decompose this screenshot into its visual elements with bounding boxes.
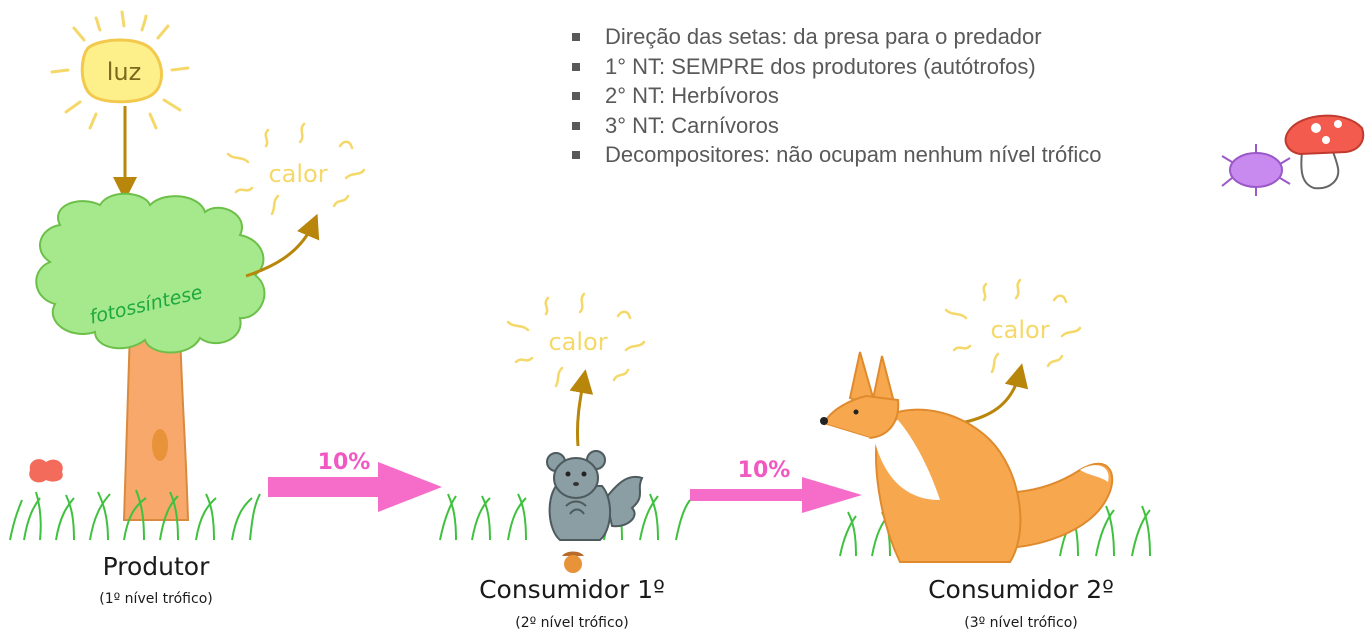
heat-arrow-producer: [245, 213, 320, 278]
note-text: 2° NT: Herbívoros: [605, 83, 779, 109]
bullet-icon: [572, 62, 580, 71]
tree-icon: [35, 192, 266, 521]
fox-icon: [820, 351, 1114, 563]
note-text: Direção das setas: da presa para o preda…: [605, 24, 1042, 49]
grass-producer: [9, 489, 261, 541]
bullet-icon: [572, 121, 580, 130]
heat-rays-producer: [226, 122, 366, 216]
sun-label: luz: [106, 58, 142, 86]
flower-icon: [29, 459, 63, 483]
heat-rays-consumer2: [944, 278, 1082, 374]
heat-label-producer: calor: [268, 160, 328, 188]
heat-label-consumer2: calor: [990, 316, 1050, 344]
bacteria-icon: [1221, 144, 1291, 196]
note-item: 3° NT: Carnívoros: [572, 111, 1101, 141]
note-item: Direção das setas: da presa para o preda…: [572, 22, 1101, 52]
consumer2-level: (3º nível trófico): [964, 615, 1078, 631]
bullet-icon: [572, 92, 580, 101]
transfer-percent-2: 10%: [737, 458, 791, 483]
transfer-arrow-1: [268, 462, 442, 512]
bullet-icon: [572, 151, 580, 160]
note-item: 1° NT: SEMPRE dos produtores (autótrofos…: [572, 52, 1101, 82]
acorn-icon: [562, 551, 584, 573]
note-item: Decompositores: não ocupam nenhum nível …: [572, 140, 1101, 170]
notes-list: Direção das setas: da presa para o preda…: [572, 22, 1101, 170]
note-text: Decompositores: não ocupam nenhum nível …: [605, 142, 1102, 168]
heat-arrow-consumer1: [569, 369, 594, 447]
squirrel-icon: [546, 450, 644, 541]
note-text: 1° NT: SEMPRE dos produtores (autótrofos…: [605, 53, 1036, 79]
transfer-arrow-2: [690, 477, 862, 513]
producer-level: (1º nível trófico): [99, 591, 213, 607]
mushroom-icon: [1284, 114, 1365, 190]
note-item: 2° NT: Herbívoros: [572, 81, 1101, 111]
consumer2-name: Consumidor 2º: [928, 575, 1114, 604]
producer-name: Produtor: [102, 552, 210, 581]
heat-arrow-consumer2: [955, 363, 1029, 426]
note-text: 3° NT: Carnívoros: [605, 112, 779, 138]
bullet-icon: [572, 33, 580, 41]
heat-label-consumer1: calor: [548, 328, 608, 356]
consumer1-name: Consumidor 1º: [479, 575, 665, 604]
heat-rays-consumer1: [506, 292, 646, 388]
transfer-percent-1: 10%: [317, 450, 371, 475]
sun-icon: [50, 10, 190, 130]
consumer1-level: (2º nível trófico): [515, 615, 629, 631]
